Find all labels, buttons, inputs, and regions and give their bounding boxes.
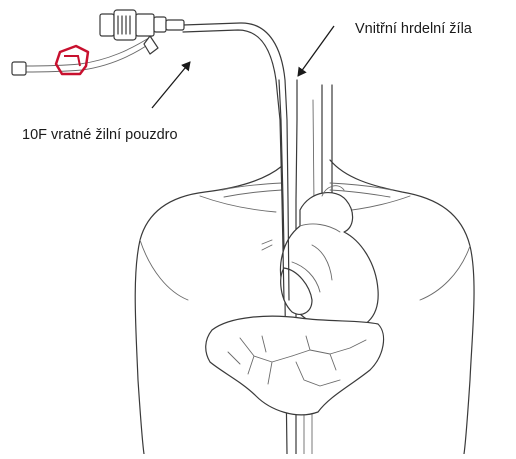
jugular-vein-label: Vnitřní hrdelní žíla bbox=[355, 21, 472, 37]
liver bbox=[206, 316, 384, 415]
venous-sheath bbox=[12, 23, 289, 300]
jugular-arrow bbox=[298, 26, 334, 76]
return-sheath-label: 10F vratné žilní pouzdro bbox=[22, 127, 178, 143]
side-arm-clamp bbox=[56, 46, 88, 74]
sheath-arrow bbox=[152, 62, 190, 108]
heart bbox=[281, 186, 379, 330]
sheath-hub bbox=[100, 10, 184, 54]
